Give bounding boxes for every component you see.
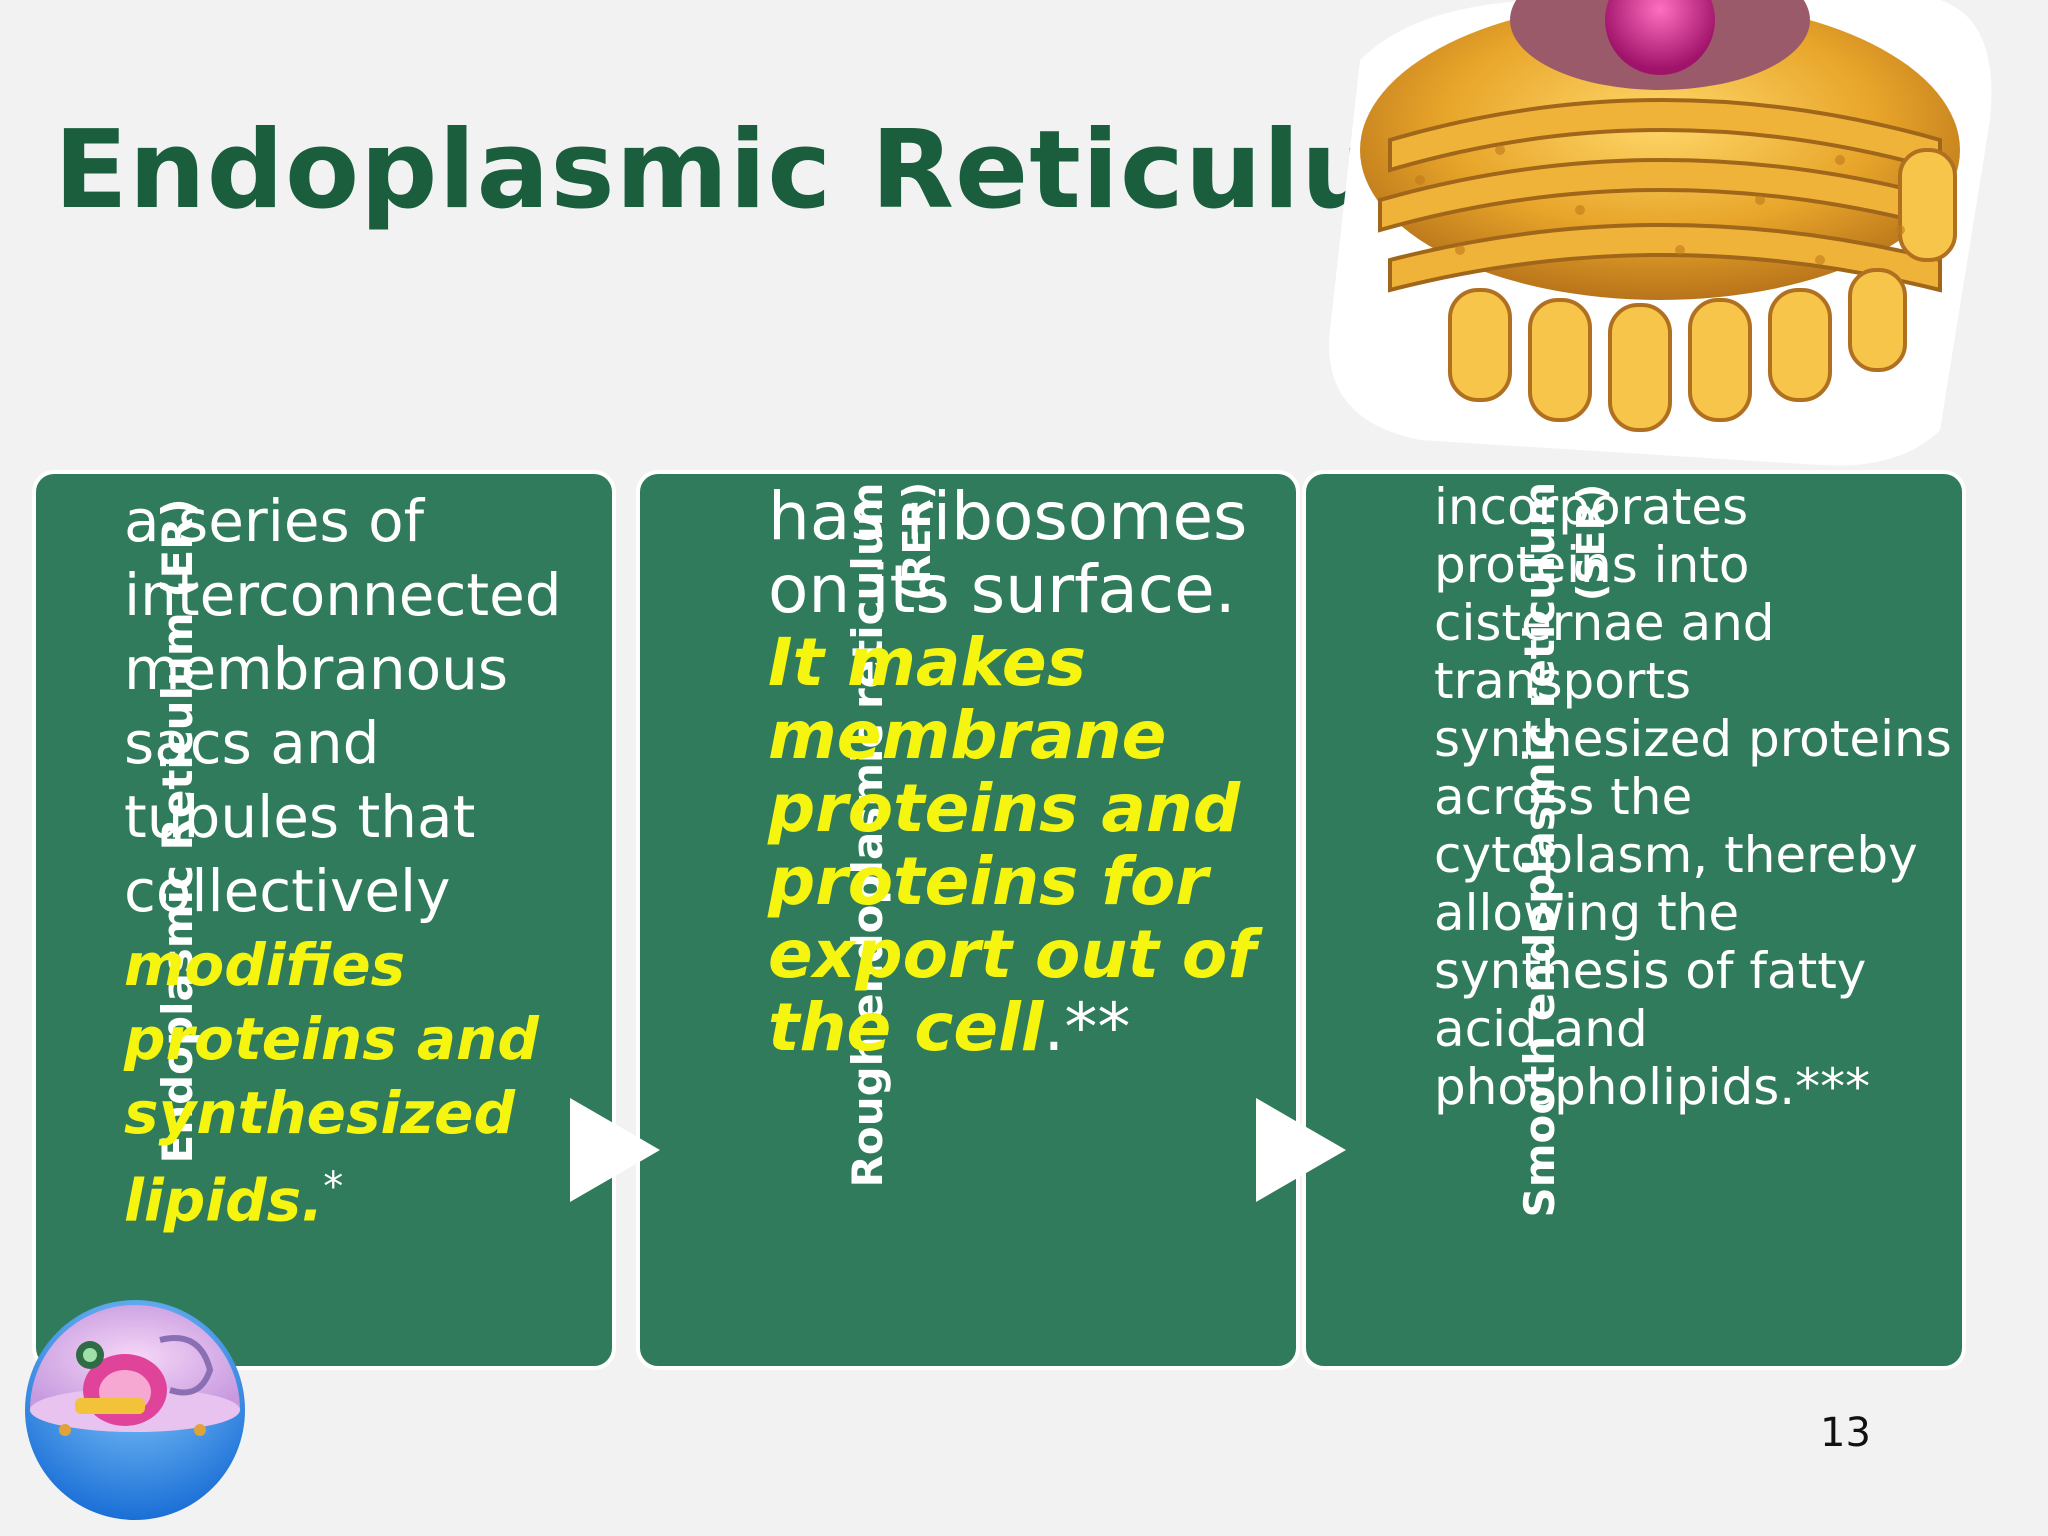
panel-rer bbox=[636, 470, 1300, 1370]
panel-rer-text-normal: has ribosomes on its surface. bbox=[768, 478, 1248, 628]
panel-er bbox=[32, 470, 616, 1370]
panel-ser bbox=[1302, 470, 1966, 1370]
panel-er-text: a series of interconnected membranous sa… bbox=[124, 484, 594, 1237]
panel-rer-text-suffix: .** bbox=[1043, 989, 1131, 1066]
panel-er-text-suffix: * bbox=[323, 1164, 344, 1210]
play-triangle-icon bbox=[1256, 1098, 1346, 1202]
panel-er-text-highlight: modifies proteins and synthesized lipids… bbox=[124, 931, 539, 1235]
panel-rer-text: has ribosomes on its surface. It makes m… bbox=[768, 480, 1288, 1064]
play-triangle-icon bbox=[570, 1098, 660, 1202]
slide-title: Endoplasmic Reticulum bbox=[54, 108, 1493, 233]
er-illustration bbox=[1329, 0, 1992, 466]
panel-rer-text-highlight: It makes membrane proteins and proteins … bbox=[768, 624, 1256, 1066]
panel-er-text-normal: a series of interconnected membranous sa… bbox=[124, 487, 562, 925]
animal-cell-illustration bbox=[25, 1300, 245, 1520]
page-number: 13 bbox=[1820, 1410, 1871, 1456]
panel-ser-text: incorporates proteins into cisternae and… bbox=[1434, 478, 1952, 1116]
